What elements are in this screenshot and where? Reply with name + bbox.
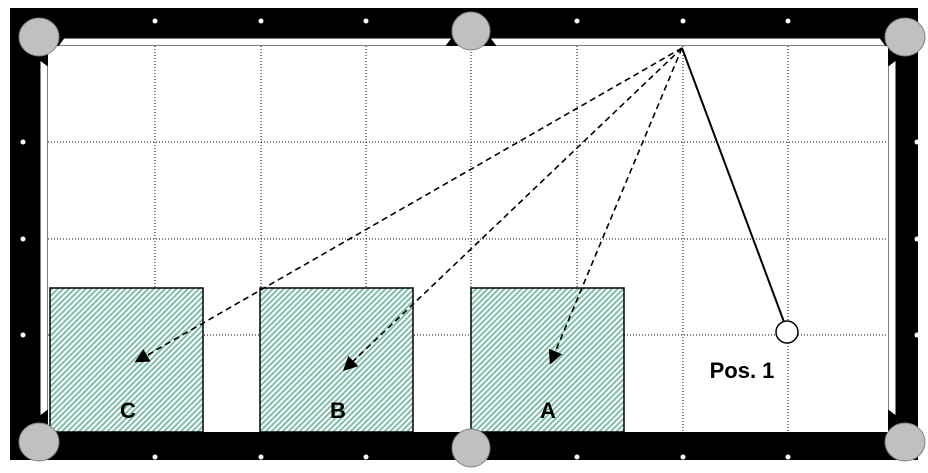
diamond	[785, 454, 791, 460]
diamond	[574, 18, 580, 24]
target-zone-c: C	[49, 287, 204, 433]
target-zone-a-label: A	[540, 398, 556, 423]
diamond	[258, 454, 264, 460]
diamond	[363, 18, 369, 24]
cue-ball-path	[681, 47, 788, 331]
ball-paths	[134, 47, 683, 371]
pocket-bottom-left	[18, 422, 60, 462]
cushion-left	[39, 59, 49, 417]
target-zone-a: A	[470, 287, 625, 433]
diamond	[574, 454, 580, 460]
cue-ball-label: Pos. 1	[710, 358, 775, 383]
diamond	[914, 236, 920, 242]
diamond	[20, 332, 26, 338]
diamond	[914, 139, 920, 145]
diamond	[152, 18, 158, 24]
cushion-top-left	[57, 37, 453, 47]
target-zone-b-label: B	[330, 398, 346, 423]
pocket-bottom-right	[884, 422, 926, 462]
cushion-top-right	[489, 37, 887, 47]
diamonds	[20, 18, 920, 460]
cue-ball	[775, 320, 799, 344]
pocket-top-right	[884, 17, 926, 57]
path-to-b	[342, 47, 683, 371]
diamond	[680, 18, 686, 24]
diamond	[20, 139, 26, 145]
diamond	[152, 454, 158, 460]
path-to-a	[548, 47, 683, 365]
diamond	[680, 454, 686, 460]
path-to-c	[134, 47, 683, 363]
diamond	[258, 18, 264, 24]
cushion-right	[887, 59, 897, 417]
target-zone-b: B	[259, 287, 414, 433]
pocket-top-left	[18, 17, 60, 57]
diamond	[363, 454, 369, 460]
diamond	[20, 236, 26, 242]
diamond	[914, 332, 920, 338]
pockets	[18, 11, 926, 468]
pocket-top-center	[451, 11, 491, 51]
target-zone-c-label: C	[120, 398, 136, 423]
pocket-bottom-center	[451, 428, 491, 468]
diamond	[785, 18, 791, 24]
